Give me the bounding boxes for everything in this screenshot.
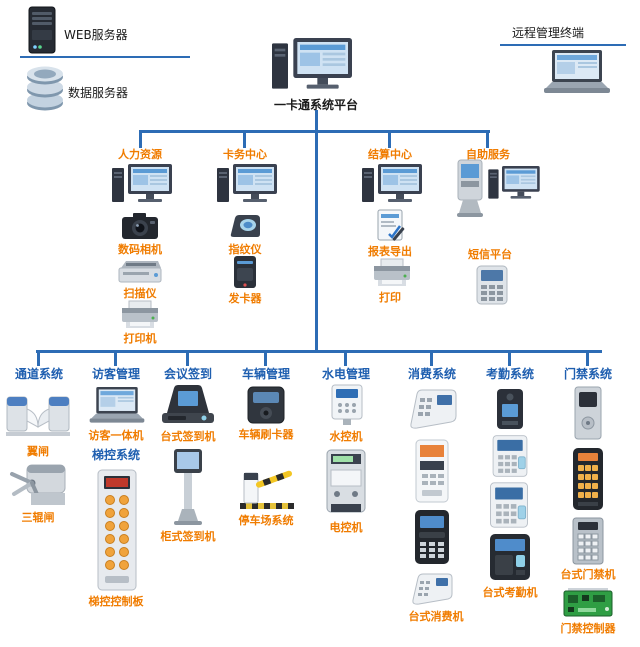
- card-issuer-icon: [231, 254, 259, 290]
- remote-terminal-icon: [542, 50, 612, 96]
- scanner-icon: [118, 258, 162, 284]
- self-service-computer-icon: [488, 166, 540, 202]
- connector-drop-settlement: [388, 130, 391, 148]
- self-service-label: 自助服务: [466, 148, 510, 161]
- tripod-turnstile-icon: [9, 462, 67, 508]
- attendance-machine-icon: [486, 481, 532, 529]
- print-icon: [372, 258, 412, 288]
- connector-drop-self-service: [486, 130, 489, 148]
- vehicle-management-label: 车辆管理: [241, 367, 291, 381]
- scanner-label: 扫描仪: [123, 287, 157, 300]
- water-controller-label: 水控机: [329, 430, 363, 443]
- cabinet-signin-machine-icon: [169, 447, 207, 527]
- connector-drop-utility: [344, 350, 347, 366]
- connector-mid-horizontal: [139, 130, 490, 133]
- card-center-computer-icon: [217, 164, 277, 206]
- self-service-kiosk-icon: [454, 158, 486, 218]
- digital-camera-icon: [121, 212, 159, 240]
- platform-computer-icon: [272, 38, 352, 94]
- tripod-turnstile-label: 三辊闸: [21, 511, 55, 524]
- printer-label: 打印机: [123, 332, 157, 345]
- attendance-system-label: 考勤系统: [485, 367, 535, 381]
- settlement-computer-icon: [362, 164, 422, 206]
- sms-platform-icon: [472, 264, 512, 306]
- cabinet-signin-machine-label: 柜式签到机: [160, 530, 216, 543]
- connector-drop-access: [586, 350, 589, 366]
- wing-gate-icon: [6, 387, 70, 439]
- meeting-signin-label: 会议签到: [163, 367, 213, 381]
- power-controller-icon: [323, 448, 369, 518]
- elevator-control-board-label: 梯控控制板: [88, 595, 144, 608]
- channel-system-label: 通道系统: [14, 367, 64, 381]
- report-export-icon: [376, 208, 406, 242]
- print-label: 打印: [379, 291, 401, 304]
- settlement-label: 结算中心: [368, 148, 412, 161]
- divider-top-right: [500, 44, 626, 46]
- connector-drop-attendance: [508, 350, 511, 366]
- power-controller-label: 电控机: [329, 521, 363, 534]
- parking-barrier-icon: [238, 463, 296, 511]
- connector-bottom-horizontal: [36, 350, 602, 353]
- water-controller-icon: [328, 383, 366, 427]
- fingerprint-reader-icon: [228, 213, 262, 239]
- sms-platform-label: 短信平台: [468, 248, 512, 261]
- attendance-reader-icon: [487, 434, 533, 478]
- visitor-machine-label: 访客一体机: [88, 429, 144, 442]
- handheld-pos-icon: [411, 508, 453, 566]
- report-export-label: 报表导出: [368, 245, 412, 258]
- elevator-control-panel-icon: [95, 468, 139, 592]
- pos-terminal-icon: [405, 388, 459, 430]
- printer-icon: [120, 300, 160, 330]
- desktop-signin-machine-icon: [159, 383, 217, 427]
- access-controller-board-icon: [562, 586, 614, 620]
- desktop-signin-machine-label: 台式签到机: [160, 430, 216, 443]
- vehicle-card-reader-label: 车辆刷卡器: [238, 428, 294, 441]
- utility-management-label: 水电管理: [321, 367, 371, 381]
- keypad-access-reader-icon: [569, 446, 607, 512]
- connector-drop-meeting: [186, 350, 189, 366]
- wing-gate-label: 翼闸: [27, 445, 49, 458]
- connector-platform-down: [315, 110, 318, 131]
- web-server-icon: [26, 6, 58, 54]
- divider-top-left: [20, 56, 190, 58]
- connector-center-vertical: [315, 130, 318, 352]
- metal-access-reader-icon: [568, 385, 608, 441]
- desktop-pos-label: 台式消费机: [408, 610, 464, 623]
- desktop-access-machine-icon: [568, 516, 608, 566]
- face-attendance-terminal-icon: [490, 387, 530, 431]
- fingerprint-reader-label: 指纹仪: [228, 243, 262, 256]
- data-server-label: 数据服务器: [68, 86, 129, 100]
- parking-system-label: 停车场系统: [238, 514, 294, 527]
- access-system-label: 门禁系统: [563, 367, 613, 381]
- card-center-label: 卡务中心: [223, 148, 267, 161]
- desktop-attendance-label: 台式考勤机: [482, 586, 538, 599]
- desktop-pos-icon: [409, 572, 455, 606]
- connector-drop-visitor: [114, 350, 117, 366]
- digital-camera-label: 数码相机: [118, 243, 162, 256]
- access-controller-label: 门禁控制器: [560, 622, 616, 635]
- elevator-system-label: 梯控系统: [91, 448, 141, 462]
- fingerprint-attendance-machine-icon: [487, 532, 533, 582]
- platform-label: 一卡通系统平台: [273, 98, 359, 112]
- hr-computer-icon: [112, 164, 172, 206]
- card-issuer-label: 发卡器: [228, 292, 262, 305]
- connector-drop-vehicle: [264, 350, 267, 366]
- connector-drop-hr: [139, 130, 142, 148]
- hr-label: 人力资源: [118, 148, 162, 161]
- web-server-label: WEB服务器: [64, 28, 128, 42]
- vehicle-card-reader-icon: [245, 385, 287, 425]
- visitor-machine-icon: [88, 386, 146, 426]
- visitor-management-label: 访客管理: [91, 367, 141, 381]
- wall-consumption-machine-icon: [412, 438, 452, 504]
- consumption-system-label: 消费系统: [407, 367, 457, 381]
- remote-terminal-label: 远程管理终端: [512, 26, 585, 40]
- connector-drop-card-center: [243, 130, 246, 148]
- connector-drop-consumption: [430, 350, 433, 366]
- data-server-icon: [24, 66, 66, 112]
- desktop-access-label: 台式门禁机: [560, 568, 616, 581]
- connector-drop-channel: [37, 350, 40, 366]
